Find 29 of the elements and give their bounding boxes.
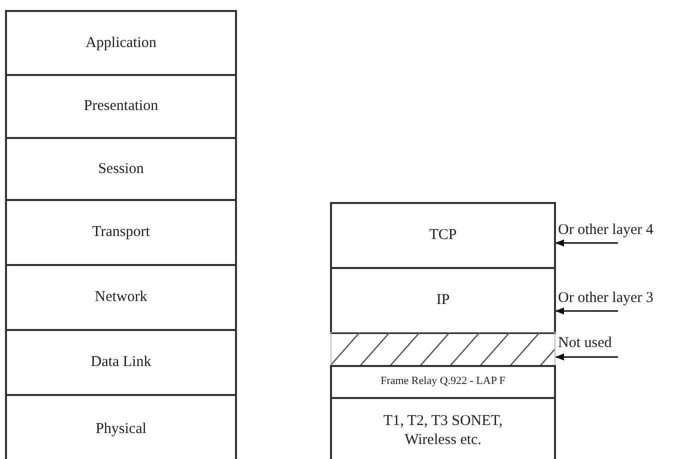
layer-label: Application [86,34,156,52]
layer-label: Network [94,288,148,307]
layer-box [5,74,237,139]
layer-label: Transport [92,223,150,242]
layer-label: Session [98,160,144,178]
arrow [555,307,618,315]
arrow [555,353,618,361]
layer-label: Data Link [90,353,152,372]
hatched-box [330,332,556,367]
layer-label: TCP [429,226,457,245]
annotation-text: Or other layer 4 [558,222,698,243]
layer-box [5,329,237,396]
layer-label: T1, T2, T3 SONET, Wireless etc. [382,412,504,450]
annotation-text: Not used [558,335,698,357]
arrow [555,239,618,247]
layer-box [5,10,237,76]
annotation-text: Or other layer 3 [558,290,698,311]
layer-box [5,264,237,331]
layer-box [5,394,237,459]
layer-box [330,397,556,459]
layer-box [330,202,556,269]
layer-box [5,137,237,201]
layer-label: Presentation [84,97,158,116]
layer-label: Physical [96,420,146,438]
layer-label: IP [436,291,450,310]
layer-box [330,365,556,399]
layer-label: Frame Relay Q.922 - LAP F [380,375,506,389]
layer-box [330,267,556,334]
layer-box [5,199,237,266]
